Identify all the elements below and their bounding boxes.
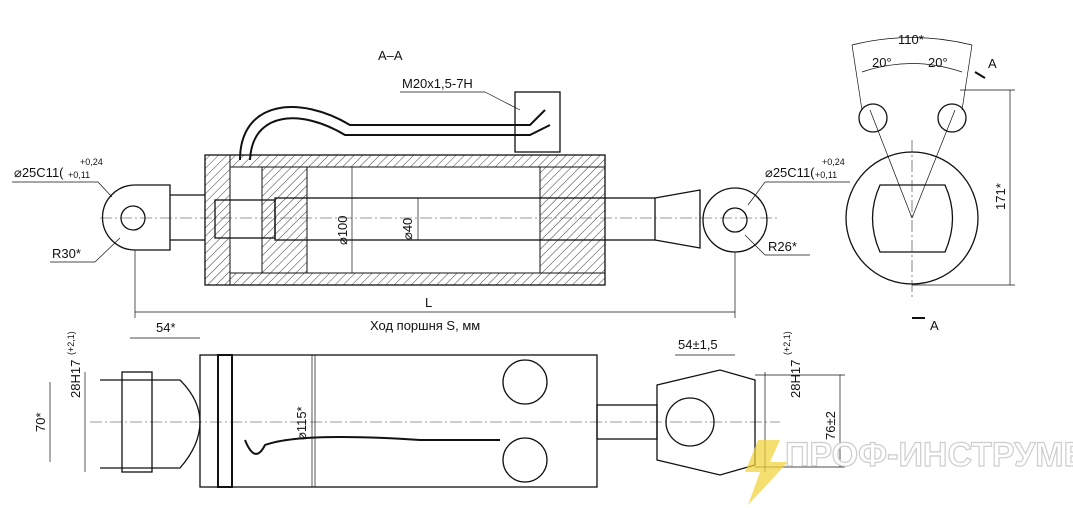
end-view: 110* 20° 20° A 171* A	[845, 32, 1015, 333]
stroke-label: Ход поршня S, мм	[370, 318, 480, 333]
lightning-bolt-icon	[745, 440, 788, 505]
hydraulic-hose	[239, 106, 546, 161]
thread-label: M20x1,5-7H	[402, 76, 473, 91]
left-bore-label: ⌀25C11(	[14, 165, 64, 180]
left-bore-tol-lower: +0,11	[68, 170, 90, 180]
left-pin: 28H17	[68, 360, 83, 398]
right-pin: 28H17	[788, 360, 803, 398]
angle-left: 20°	[872, 55, 892, 70]
left-eye	[101, 184, 171, 251]
rod-diameter: ⌀40	[400, 218, 415, 240]
right-eye	[702, 187, 768, 253]
watermark: ПРОФ-ИНСТРУМЕНТ	[745, 435, 1073, 505]
fitting-right	[937, 103, 967, 133]
left-pin-tol: (+2,1)	[66, 331, 76, 355]
right-pin-tol: (+2,1)	[782, 331, 792, 355]
plan-view: ⌀115* 54* 70* 28H17 (+2,1) 54±1,5 28H17 …	[33, 320, 845, 488]
cylinder-band	[217, 354, 233, 488]
cylinder-tube	[231, 354, 598, 488]
cylinder-diameter: ⌀115*	[294, 406, 309, 440]
right-eye-bore	[722, 207, 748, 233]
end-view-height: 171*	[993, 183, 1008, 210]
right-bore-tol-lower: +0,11	[815, 170, 837, 180]
left-offset: 54*	[156, 320, 176, 335]
piston-rod	[274, 197, 656, 241]
fitting	[514, 91, 561, 153]
left-bore-tol-upper: +0,24	[80, 157, 103, 167]
right-radius: R26*	[768, 239, 797, 254]
section-view: A–A M20x1,5-7H ⌀100 ⌀40	[12, 48, 850, 333]
right-clevis	[656, 369, 756, 476]
right-height: 76±2	[823, 411, 838, 440]
right-offset: 54±1,5	[678, 337, 718, 352]
piston-diameter: ⌀100	[335, 215, 350, 245]
port-bottom	[502, 437, 548, 483]
section-title: A–A	[378, 48, 403, 63]
left-clevis-pin	[121, 371, 153, 473]
piston	[261, 166, 308, 274]
right-bore-label: ⌀25C11(	[765, 165, 815, 180]
length-label: L	[425, 295, 432, 310]
left-height: 70*	[33, 412, 48, 432]
port-top	[502, 359, 548, 405]
section-mark-top: A	[988, 56, 997, 71]
left-radius: R30*	[52, 246, 81, 261]
angle-right: 20°	[928, 55, 948, 70]
right-bore-tol-upper: +0,24	[822, 157, 845, 167]
watermark-text: ПРОФ-ИНСТРУМЕНТ	[785, 436, 1073, 474]
angle-total: 110*	[898, 32, 924, 47]
gland	[539, 166, 606, 274]
section-mark-bottom: A	[930, 318, 939, 333]
fitting-left	[858, 103, 888, 133]
